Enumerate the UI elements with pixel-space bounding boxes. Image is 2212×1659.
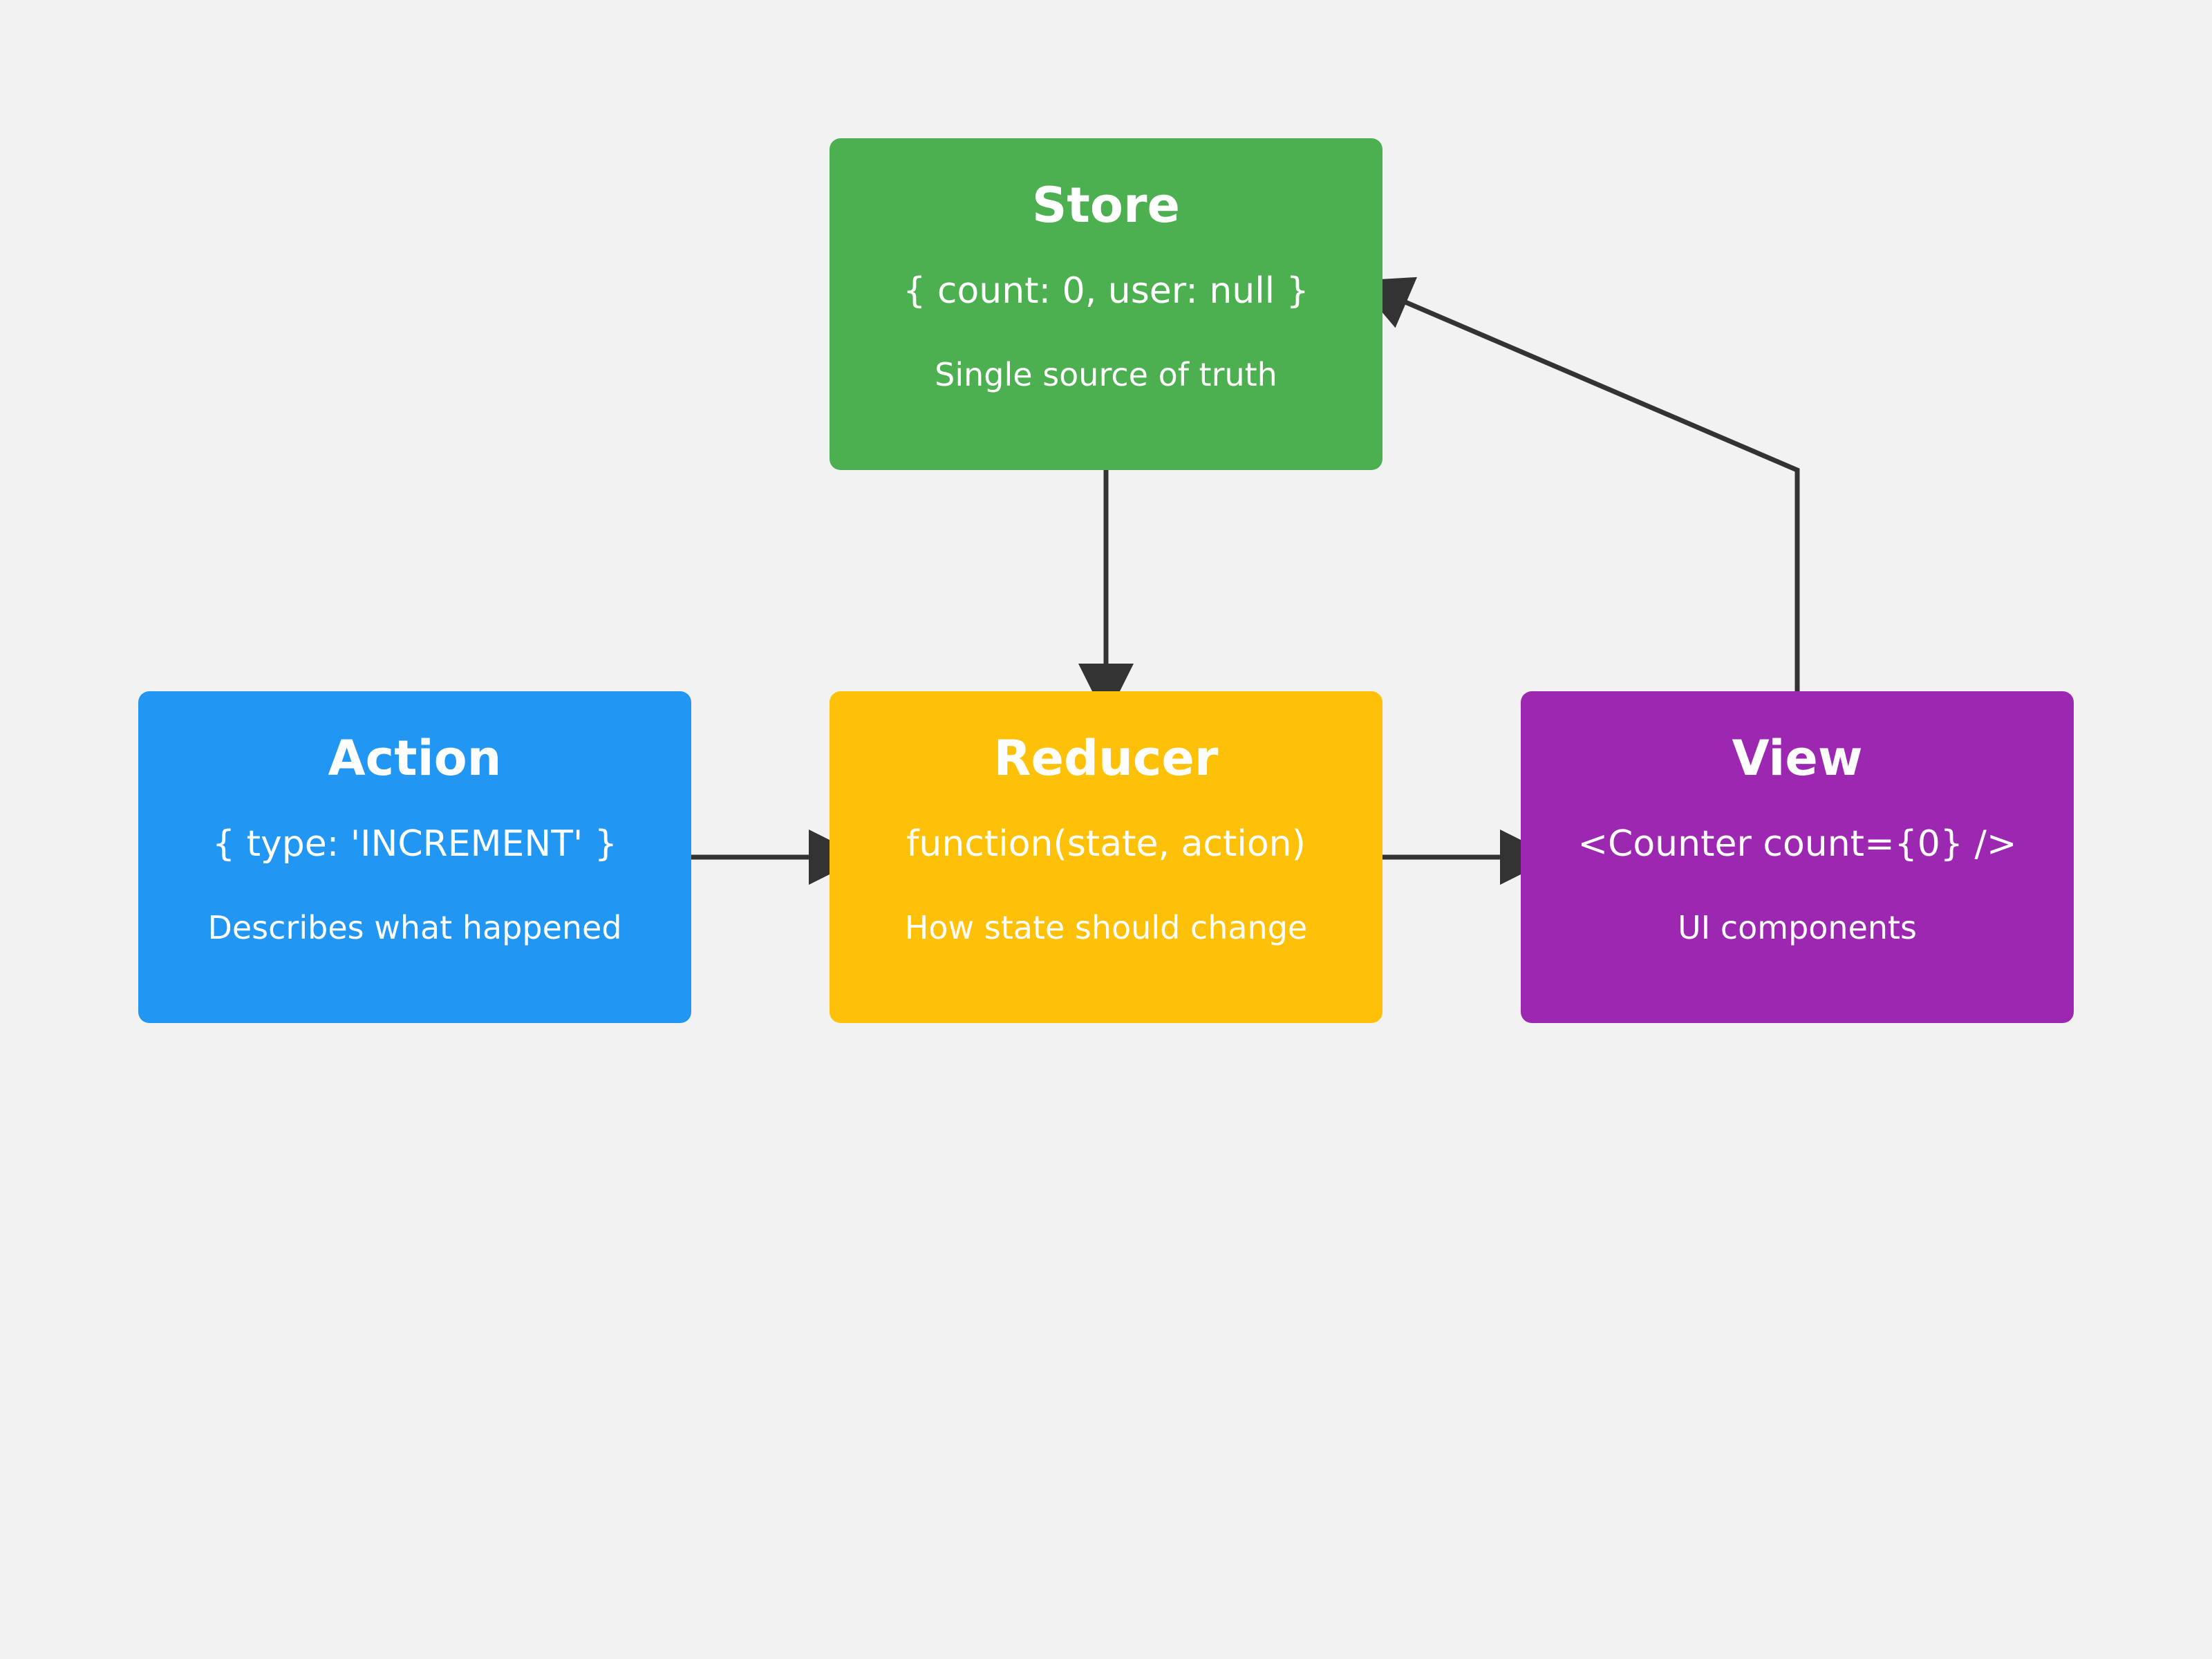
store-description: Single source of truth (935, 356, 1277, 393)
store-title: Store (1032, 177, 1180, 234)
arrow-view-to-store (1355, 276, 1800, 691)
action-title: Action (328, 730, 502, 787)
reducer-node[interactable]: Reducer function(state, action) How stat… (830, 691, 1382, 1023)
reducer-title: Reducer (993, 730, 1219, 787)
view-description: UI components (1677, 909, 1918, 946)
store-node[interactable]: Store { count: 0, user: null } Single so… (830, 138, 1382, 470)
view-code: <Counter count={0} /> (1577, 823, 2017, 865)
view-node[interactable]: View <Counter count={0} /> UI components (1521, 691, 2074, 1023)
reducer-code: function(state, action) (906, 823, 1306, 865)
store-code: { count: 0, user: null } (903, 270, 1309, 312)
reducer-description: How state should change (904, 909, 1308, 946)
action-description: Describes what happened (207, 909, 622, 946)
view-title: View (1732, 730, 1863, 787)
action-node[interactable]: Action { type: 'INCREMENT' } Describes w… (138, 691, 691, 1023)
action-code: { type: 'INCREMENT' } (212, 823, 617, 865)
